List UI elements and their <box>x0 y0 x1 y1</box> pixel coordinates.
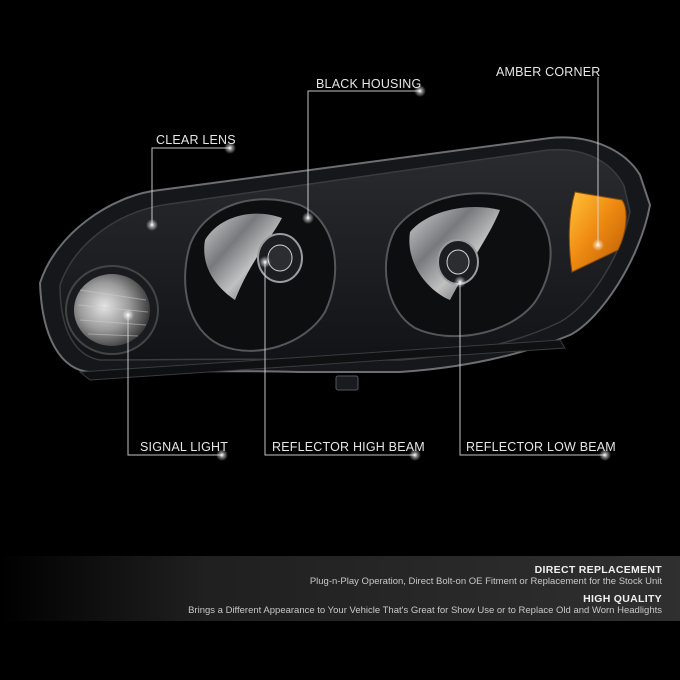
callout-line-signal-light <box>127 315 222 456</box>
feature-banner: DIRECT REPLACEMENT Plug-n-Play Operation… <box>0 556 680 621</box>
label-signal-light: SIGNAL LIGHT <box>140 440 229 454</box>
feature-text-high-quality: Brings a Different Appearance to Your Ve… <box>188 605 662 616</box>
callout-glow-dots <box>122 85 611 461</box>
label-clear-lens: CLEAR LENS <box>156 133 236 147</box>
callout-line-black-housing <box>307 90 420 218</box>
feature-text-direct-replacement: Plug-n-Play Operation, Direct Bolt-on OE… <box>309 576 662 587</box>
callout-line-high-beam <box>264 262 415 456</box>
label-amber-corner: AMBER CORNER <box>496 65 601 79</box>
label-reflector-low-beam: REFLECTOR LOW BEAM <box>466 440 616 454</box>
label-black-housing: BLACK HOUSING <box>316 77 422 91</box>
feature-title-direct-replacement: DIRECT REPLACEMENT <box>534 564 662 576</box>
callout-line-low-beam <box>459 282 605 456</box>
label-reflector-high-beam: REFLECTOR HIGH BEAM <box>272 440 425 454</box>
callout-line-clear-lens <box>151 147 230 225</box>
feature-title-high-quality: HIGH QUALITY <box>583 593 662 605</box>
